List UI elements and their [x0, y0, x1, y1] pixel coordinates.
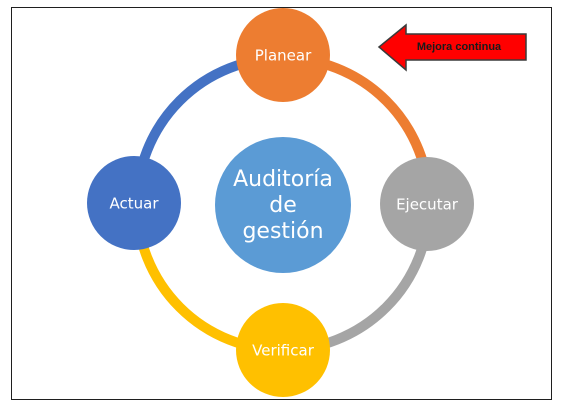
center-label-line-1: Auditoría [233, 167, 333, 192]
mejora-continua-callout: Mejora continua [377, 23, 527, 72]
center-label-line-2: de [269, 193, 297, 218]
center-label-line-3: gestión [242, 219, 323, 244]
node-verificar-label: Verificar [252, 342, 315, 360]
center-node: Auditoría de gestión [215, 137, 351, 273]
node-planear-label: Planear [255, 47, 312, 65]
callout-label: Mejora continua [417, 41, 502, 53]
node-actuar: Actuar [87, 156, 181, 250]
node-actuar-label: Actuar [110, 195, 160, 213]
node-verificar: Verificar [236, 303, 330, 397]
left-arrow-icon [377, 23, 527, 72]
node-ejecutar-label: Ejecutar [396, 196, 459, 214]
node-planear: Planear [236, 8, 330, 102]
node-ejecutar: Ejecutar [380, 157, 474, 251]
